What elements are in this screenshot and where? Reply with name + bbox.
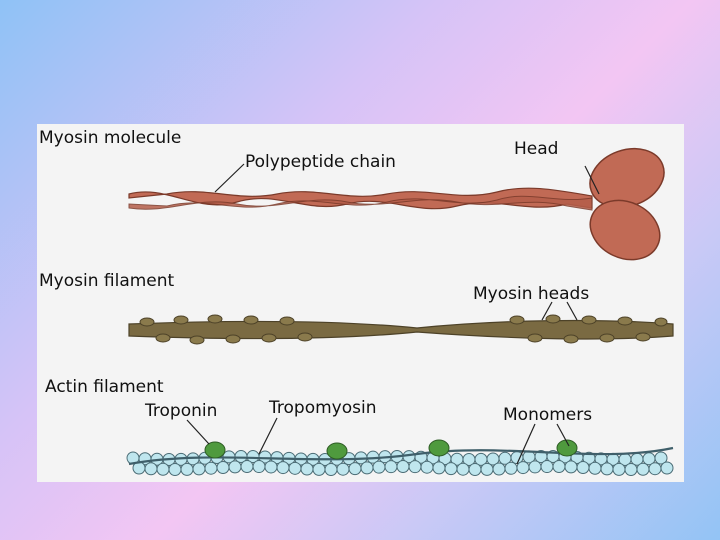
polypeptide-chain-label: Polypeptide chain (245, 152, 396, 172)
actin-monomer (289, 462, 301, 474)
tropomyosin-label: Tropomyosin (268, 398, 376, 418)
myosin-molecule-title: Myosin molecule (39, 128, 181, 148)
troponin-1 (205, 442, 225, 458)
actin-monomer (361, 462, 373, 474)
actin-monomer (217, 461, 229, 473)
actin-monomer (277, 462, 289, 474)
actin-monomer (181, 463, 193, 475)
actin-monomer (577, 461, 589, 473)
actin-monomer (157, 463, 169, 475)
actin-monomer (529, 461, 541, 473)
head-label: Head (514, 139, 558, 159)
actin-monomer (445, 463, 457, 475)
actin-monomer (601, 463, 613, 475)
actin-monomer (373, 461, 385, 473)
myosin-filament (129, 315, 673, 344)
actin-filament (127, 440, 673, 475)
actin-monomer (517, 462, 529, 474)
muscle-protein-figure: Myosin molecule Polypeptide chain Head M… (37, 124, 684, 482)
myosin-head-lower (581, 189, 670, 270)
myosin-filament-title: Myosin filament (39, 271, 175, 291)
actin-monomer (253, 461, 265, 473)
troponin-3 (429, 440, 449, 456)
actin-monomer (193, 463, 205, 475)
actin-monomer (241, 461, 253, 473)
diagram-canvas: Myosin molecule Polypeptide chain Head M… (37, 124, 684, 482)
actin-monomer (469, 463, 481, 475)
actin-monomer (541, 461, 553, 473)
actin-monomer (433, 462, 445, 474)
actin-monomer (325, 463, 337, 475)
actin-monomer (349, 463, 361, 475)
actin-monomer (409, 461, 421, 473)
actin-filament-title: Actin filament (45, 377, 164, 397)
monomers-label: Monomers (503, 405, 592, 425)
myosin-molecule (129, 139, 672, 271)
actin-monomer (613, 463, 625, 475)
actin-monomer (301, 463, 313, 475)
actin-monomer (481, 463, 493, 475)
actin-monomer (421, 461, 433, 473)
actin-monomer (145, 463, 157, 475)
actin-monomer (553, 461, 565, 473)
actin-monomer (205, 462, 217, 474)
actin-monomer (313, 463, 325, 475)
actin-monomer (457, 463, 469, 475)
actin-monomer (229, 461, 241, 473)
actin-monomer (385, 461, 397, 473)
myosin-heads-label: Myosin heads (473, 284, 589, 304)
actin-monomer (505, 462, 517, 474)
actin-monomer (649, 463, 661, 475)
actin-monomer (565, 461, 577, 473)
actin-monomer (493, 463, 505, 475)
actin-monomer (589, 462, 601, 474)
actin-monomer (637, 463, 649, 475)
actin-monomer (397, 461, 409, 473)
troponin-label: Troponin (144, 401, 217, 421)
troponin-2 (327, 443, 347, 459)
actin-monomer (661, 462, 673, 474)
actin-monomer (337, 463, 349, 475)
actin-monomer (265, 461, 277, 473)
actin-monomer (625, 463, 637, 475)
actin-monomer (169, 463, 181, 475)
